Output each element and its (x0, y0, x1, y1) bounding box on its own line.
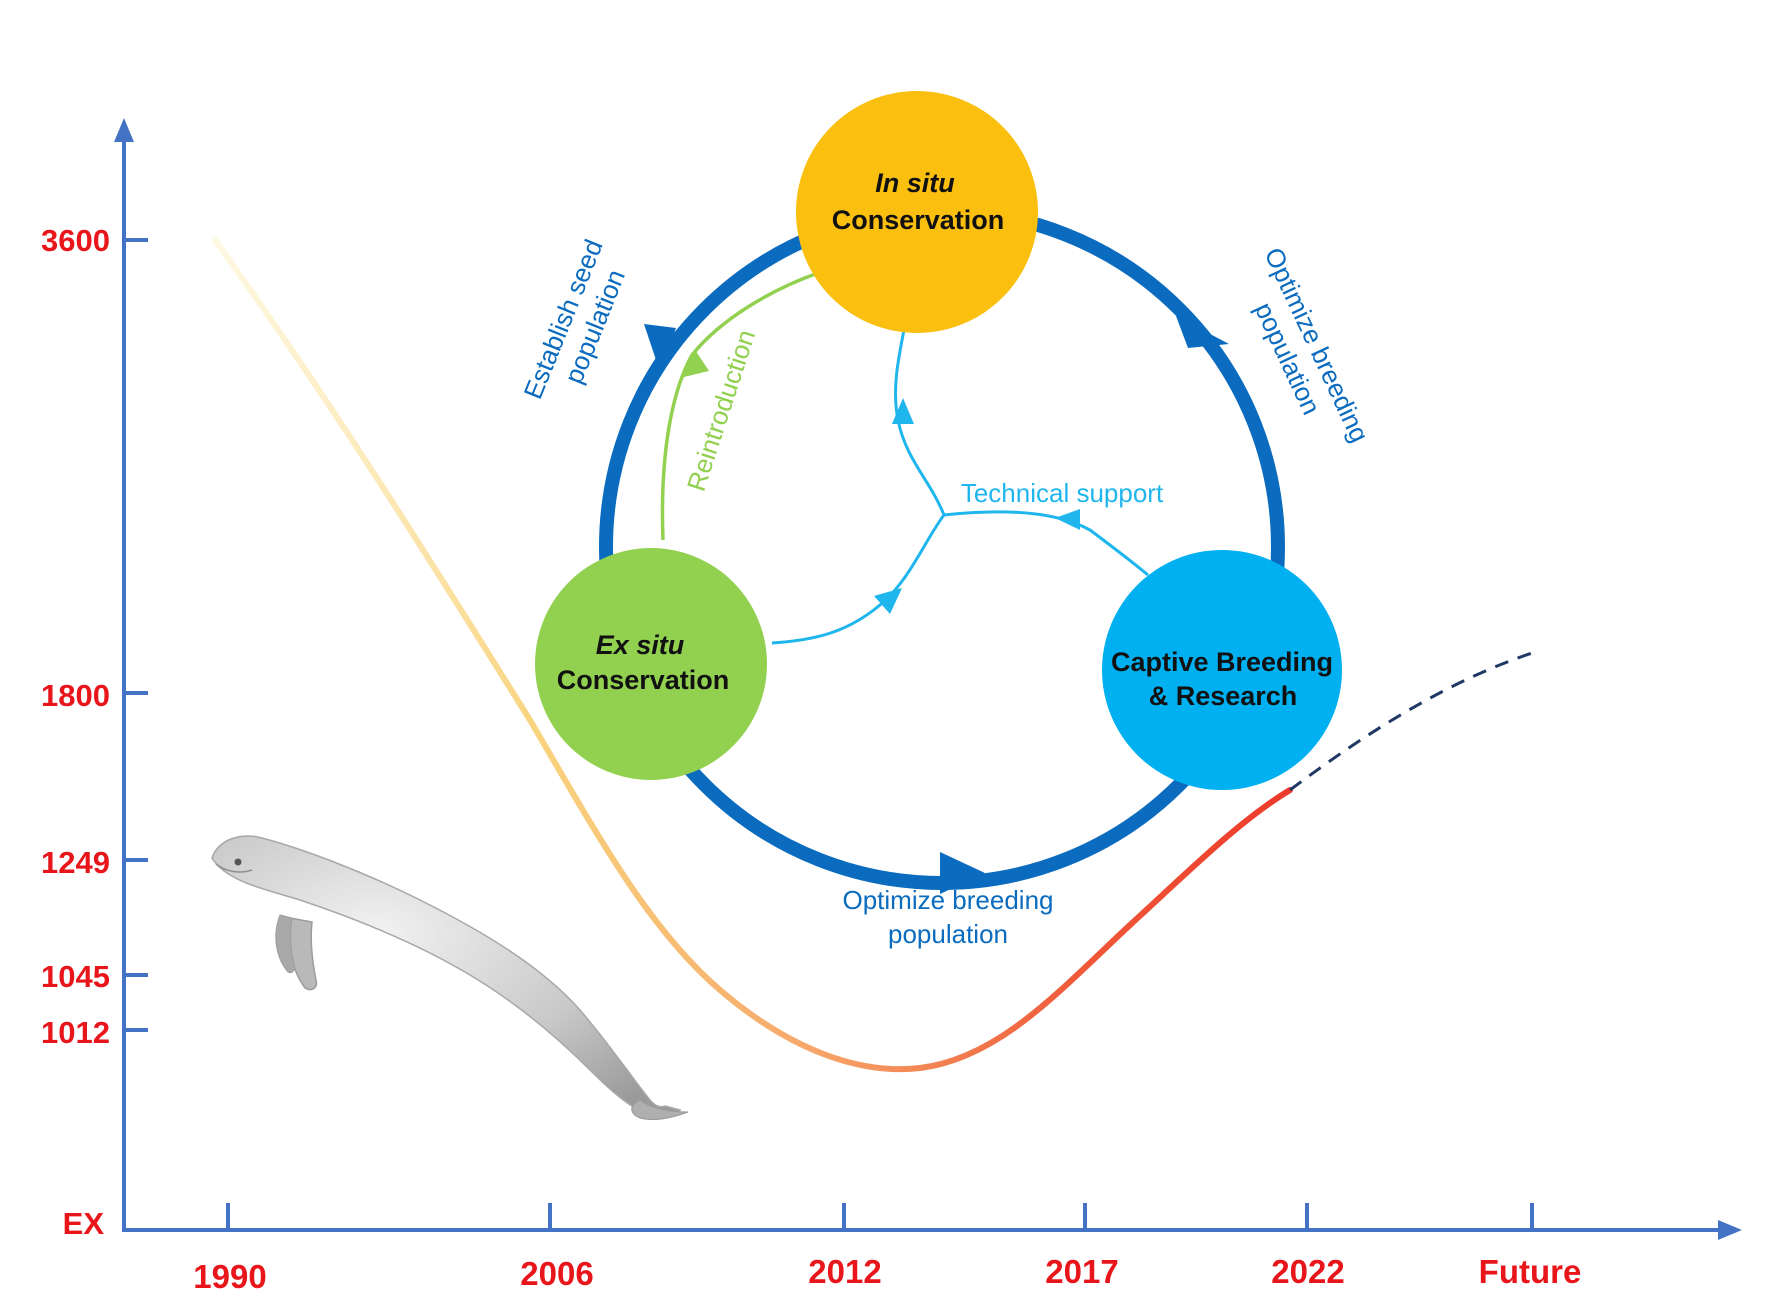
future-projection-line (1289, 650, 1536, 792)
in-situ-node: In situ Conservation (796, 91, 1038, 333)
y-tick-label: 1012 (41, 1015, 110, 1050)
x-tick-label: 2006 (520, 1255, 593, 1292)
x-tick-labels: 1990 2006 2012 2017 2022 Future (193, 1253, 1581, 1295)
optimize-bottom-line1: Optimize breeding (843, 885, 1054, 915)
axes (114, 118, 1742, 1240)
captive-breeding-title: Captive Breeding (1111, 647, 1333, 677)
porpoise-body (211, 835, 682, 1117)
ex-situ-title: Conservation (557, 665, 730, 695)
in-situ-title: Conservation (832, 205, 1005, 235)
tech-support-arrowhead-left (874, 588, 902, 614)
y-tick-label: 1249 (41, 845, 110, 880)
x-tick-label: 2022 (1271, 1253, 1344, 1290)
x-tick-label: 2012 (808, 1253, 881, 1290)
porpoise-mouth (215, 863, 253, 873)
cycle-arrowhead-left (644, 324, 676, 372)
tech-support-arrowhead-top (892, 398, 914, 424)
tech-support-branch-left (771, 514, 946, 645)
finless-porpoise-illustration (211, 835, 689, 1121)
establish-seed-label: Establish seed population (518, 235, 632, 403)
x-tick-label: 1990 (193, 1258, 266, 1295)
y-tick-label: 1800 (41, 678, 110, 713)
y-axis-arrowhead (114, 118, 134, 142)
ex-situ-title-italic: Ex situ (596, 630, 685, 660)
in-situ-title-italic: In situ (875, 168, 955, 198)
porpoise-tail-fluke (631, 1099, 689, 1121)
cycle-arrowhead-right (1176, 316, 1229, 348)
x-tick-label: Future (1479, 1253, 1582, 1290)
y-tick-label: EX (63, 1206, 105, 1241)
cycle-arrowhead-bottom (940, 852, 985, 894)
x-axis-arrowhead (1718, 1220, 1742, 1240)
reintroduction-path (660, 271, 819, 541)
y-tick-labels: 3600 1800 1249 1045 1012 EX (41, 223, 110, 1241)
porpoise-flipper (288, 917, 318, 991)
porpoise-eye (234, 858, 242, 866)
reintroduction-arrowhead (683, 350, 710, 378)
ex-situ-node: Ex situ Conservation (535, 548, 767, 780)
population-trend-curve (212, 237, 1293, 1073)
tech-support-branch-right (943, 510, 1149, 577)
captive-breeding-circle (1102, 550, 1342, 790)
optimize-bottom-line2: population (888, 919, 1008, 949)
technical-support-network (771, 329, 1149, 645)
optimize-bottom-label: Optimize breeding population (843, 885, 1054, 949)
reintroduction-arrow (660, 271, 819, 541)
technical-support-label: Technical support (961, 478, 1164, 508)
tech-support-arrowhead-right (1055, 509, 1080, 530)
in-situ-circle (796, 91, 1038, 333)
y-tick-label: 3600 (41, 223, 110, 258)
captive-breeding-subtitle: & Research (1149, 681, 1298, 711)
captive-breeding-node: Captive Breeding & Research (1102, 550, 1342, 790)
x-tick-label: 2017 (1045, 1253, 1118, 1290)
y-tick-label: 1045 (41, 959, 110, 994)
ex-situ-circle (535, 548, 767, 780)
porpoise-flipper-rear (275, 914, 295, 973)
